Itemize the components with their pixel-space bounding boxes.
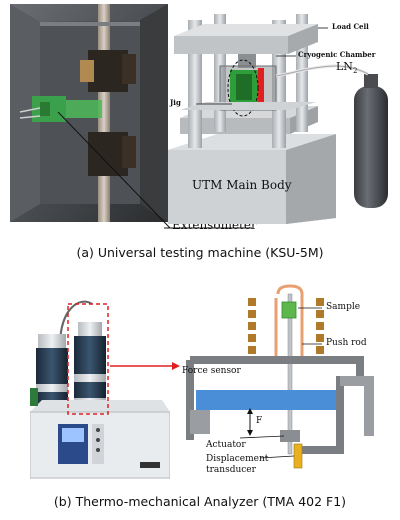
displacement-transducer-label-line2: transducer [206, 465, 256, 475]
push-rod-label: Push rod [326, 338, 367, 348]
figure-b: Sample Push rod Force sensor F Actuator … [0, 270, 400, 520]
f-label: F [256, 416, 262, 426]
jig-label: Jig [170, 98, 181, 107]
ln2-label: LN2 [336, 60, 357, 75]
utm-main-body-label: UTM Main Body [192, 178, 292, 192]
load-cell-label: Load Cell [332, 22, 369, 31]
figure-a: Extensometer [0, 0, 400, 262]
figure-b-caption: (b) Thermo-mechanical Analyzer (TMA 402 … [0, 494, 400, 509]
figure-a-caption: (a) Universal testing machine (KSU-5M) [0, 245, 400, 260]
displacement-transducer-label-line1: Displacement [206, 454, 268, 464]
force-sensor-label: Force sensor [182, 366, 241, 376]
cryogenic-chamber-label: Cryogenic Chamber [298, 50, 375, 59]
ln2-label-text: LN [336, 60, 353, 73]
sample-label: Sample [326, 302, 360, 312]
actuator-label: Actuator [206, 440, 246, 450]
ln2-label-subscript: 2 [353, 67, 357, 75]
